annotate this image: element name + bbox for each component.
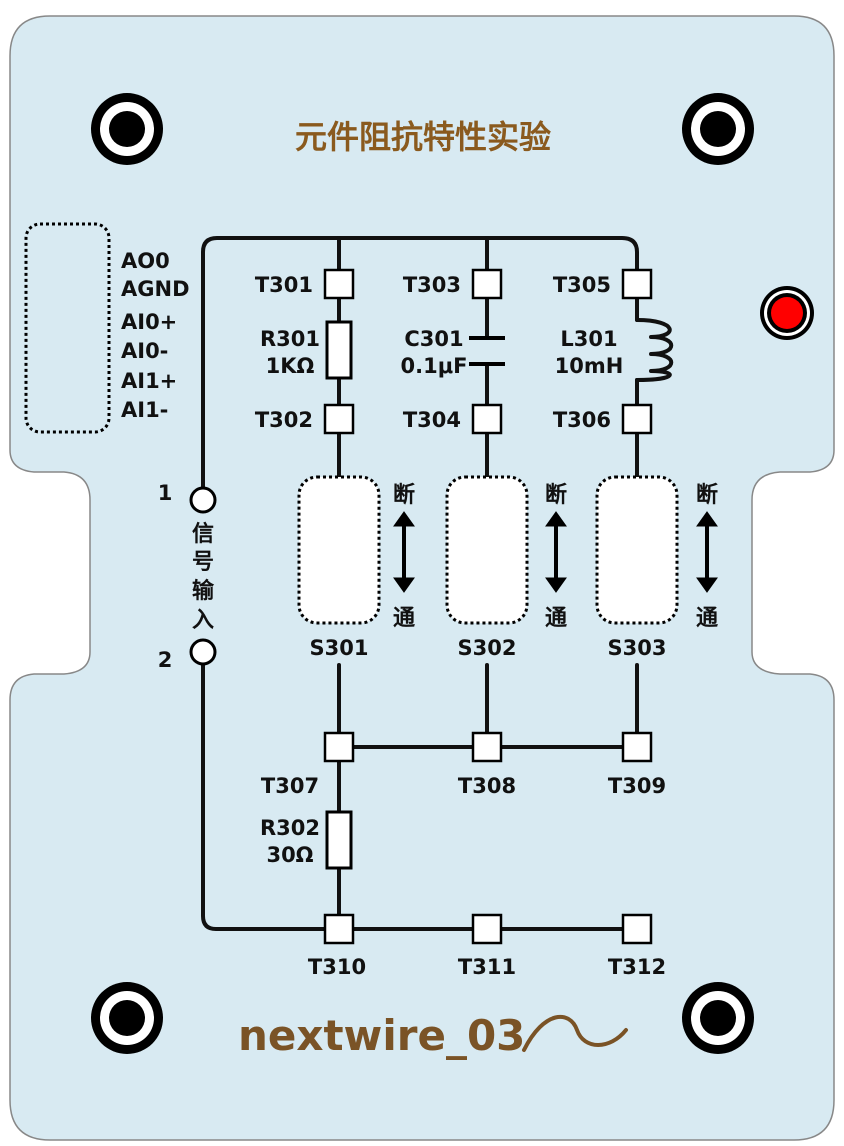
wires [201, 236, 673, 931]
terminal-t308[interactable] [471, 731, 503, 763]
label-c301-name: C301 [404, 327, 463, 351]
signal-pin-1[interactable] [189, 486, 217, 514]
mounting-hole-bottom-left [91, 982, 163, 1054]
label-t312: T312 [608, 955, 666, 979]
label-signal-char-3: 输 [192, 578, 215, 604]
power-led [760, 286, 814, 340]
label-r302-name: R302 [260, 816, 320, 840]
terminal-t310[interactable] [323, 913, 355, 945]
label-off: 断 [545, 482, 567, 508]
label-t309: T309 [608, 774, 666, 798]
connector-outline [24, 222, 111, 434]
terminal-t303[interactable] [471, 268, 503, 300]
label-ai0-minus: AI0- [121, 339, 168, 363]
mounting-hole-top-left [91, 93, 163, 165]
sine-wave-icon [522, 1014, 628, 1052]
label-signal-char-4: 入 [192, 608, 214, 633]
resistor-r302 [325, 810, 353, 870]
label-on: 通 [545, 606, 567, 631]
label-t305: T305 [553, 273, 611, 297]
switch-s303[interactable] [595, 475, 679, 625]
label-t307: T307 [261, 774, 319, 798]
terminal-t306[interactable] [621, 403, 653, 435]
label-t301: T301 [255, 273, 313, 297]
terminal-t309[interactable] [621, 731, 653, 763]
label-t303: T303 [403, 273, 461, 297]
label-pin-1: 1 [158, 481, 173, 505]
label-s301: S301 [310, 636, 369, 660]
label-r301-name: R301 [260, 327, 320, 351]
terminal-t307[interactable] [323, 731, 355, 763]
terminal-pads [323, 268, 653, 945]
label-t302: T302 [255, 408, 313, 432]
brand-logo-text: nextwire_03 [238, 1011, 525, 1060]
resistor-r301 [325, 320, 353, 380]
signal-input: 1 2 信 号 输 入 [158, 481, 217, 672]
terminal-t304[interactable] [471, 403, 503, 435]
label-off: 断 [696, 482, 718, 508]
terminal-t302[interactable] [323, 403, 355, 435]
label-ai1-minus: AI1- [121, 398, 168, 422]
label-l301-value: 10mH [555, 354, 624, 378]
switch-s302[interactable] [445, 475, 529, 625]
switch-s301-indicator: 断 通 [393, 482, 415, 631]
label-s303: S303 [608, 636, 667, 660]
double-arrow-icon [393, 511, 415, 593]
label-signal-char-1: 信 [192, 521, 214, 547]
mounting-hole-top-right [682, 93, 754, 165]
component-labels: R301 1KΩ C301 0.1μF L301 10mH R302 30Ω [260, 327, 623, 867]
label-c301-value: 0.1μF [401, 354, 468, 378]
label-s302: S302 [458, 636, 517, 660]
signal-pin-2[interactable] [189, 638, 217, 666]
label-off: 断 [393, 482, 415, 508]
label-ai1-plus: AI1+ [121, 369, 177, 393]
terminal-t305[interactable] [621, 268, 653, 300]
label-t310: T310 [308, 955, 366, 979]
label-t311: T311 [458, 955, 516, 979]
terminal-t311[interactable] [471, 913, 503, 945]
double-arrow-icon [545, 511, 567, 593]
label-r302-value: 30Ω [266, 843, 313, 867]
terminal-t301[interactable] [323, 268, 355, 300]
terminal-t312[interactable] [621, 913, 653, 945]
connector-labels: AO0 AGND AI0+ AI0- AI1+ AI1- [121, 249, 190, 422]
label-t304: T304 [403, 408, 461, 432]
label-t308: T308 [458, 774, 516, 798]
label-on: 通 [393, 606, 415, 631]
terminal-labels: T301 T302 T303 T304 T305 T306 T307 T308 … [255, 273, 666, 979]
label-signal-char-2: 号 [192, 550, 214, 575]
label-pin-2: 2 [158, 648, 173, 672]
label-ao0: AO0 [121, 249, 170, 273]
switch-s301[interactable] [297, 475, 381, 625]
switch-labels: S301 S302 S303 [310, 636, 667, 660]
label-agnd: AGND [121, 277, 190, 301]
switch-outlines [297, 475, 679, 625]
label-ai0-plus: AI0+ [121, 310, 177, 334]
label-l301-name: L301 [560, 327, 617, 351]
label-t306: T306 [553, 408, 611, 432]
mounting-hole-bottom-right [682, 982, 754, 1054]
board-title: 元件阻抗特性实验 [295, 118, 551, 156]
switch-s303-indicator: 断 通 [696, 482, 718, 631]
double-arrow-icon [696, 511, 718, 593]
label-on: 通 [696, 606, 718, 631]
label-r301-value: 1KΩ [266, 354, 315, 378]
switch-s302-indicator: 断 通 [545, 482, 567, 631]
